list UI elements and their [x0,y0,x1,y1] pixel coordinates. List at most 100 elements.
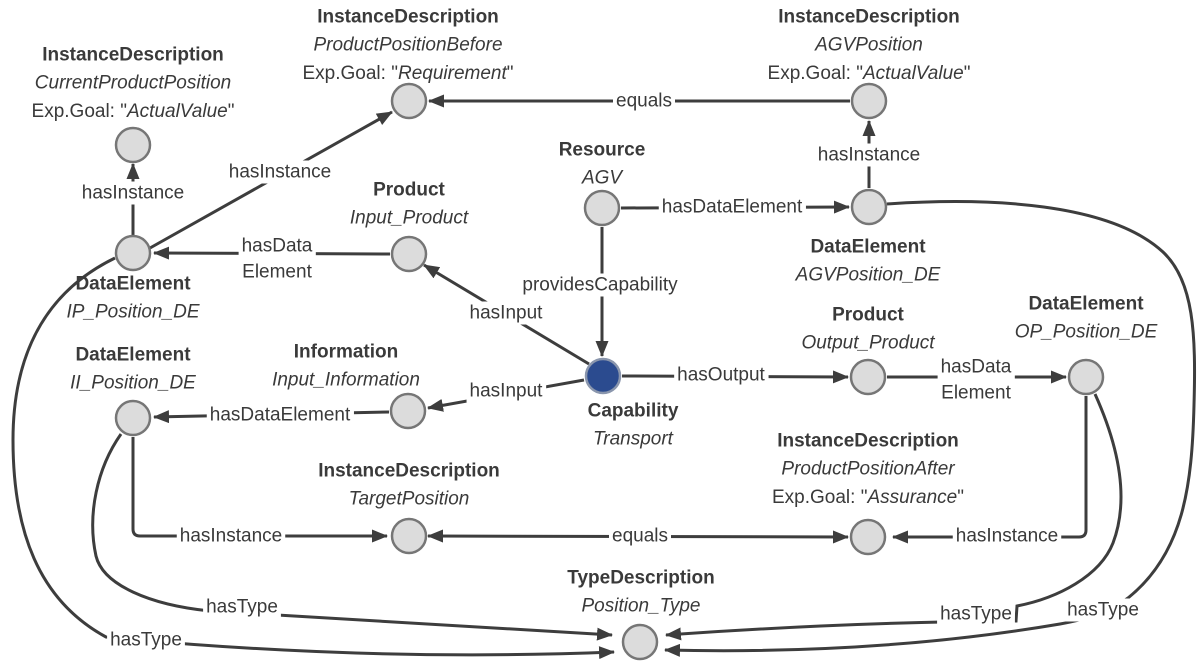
edge-label-text: equals [612,526,668,547]
edge-has-type-ip [11,256,615,660]
nodes-layer [114,82,1105,661]
exp-goal-suffix: " [507,63,514,84]
exp-goal-value: ActualValue [862,63,964,84]
node-exp-goal-label: Exp.Goal: "ActualValue" [32,101,235,122]
edge-label-text: providesCapability [522,275,678,296]
edge-label-background [225,160,335,184]
node-name-label: ProductPositionAfter [781,459,955,480]
edge-label-background [658,195,806,219]
edge-label-has-output: hasOutput [674,363,769,387]
node-type-label: DataElement [75,345,191,366]
edge-label-text: hasInstance [82,183,184,204]
edge-label-text: hasInstance [180,526,282,547]
edge-label-has-instance-agvpos: hasInstance [814,143,924,167]
node-type-label: InstanceDescription [777,431,959,452]
edge-label-text: hasInstance [229,162,331,183]
edge-label-has-instance-ppa: hasInstance [952,524,1062,548]
node-name-label: ProductPositionBefore [313,35,502,56]
edge-label-background [519,273,682,297]
edge-label-background [674,363,769,387]
edge-label-background [466,379,547,403]
node-type-label: InstanceDescription [778,7,960,28]
edge-label-background [78,181,188,205]
node-label-agv-position: InstanceDescriptionAGVPositionExp.Goal: … [768,7,971,84]
node-labels-layer: InstanceDescriptionCurrentProductPositio… [32,7,1158,617]
node-type-label: Product [373,180,445,201]
node-type-label: Capability [588,401,679,422]
node-type-label: Product [832,305,904,326]
node-name-label: Position_Type [582,596,701,617]
node-type-label: InstanceDescription [42,45,224,66]
edge-label-background [952,524,1062,548]
edge-label-has-data-element-ii: hasDataElement [206,403,354,427]
node-input-information [389,392,427,430]
edge-label-text: hasData [242,236,313,257]
node-agv-position-de [850,188,888,226]
exp-goal-prefix: Exp.Goal: " [768,63,863,84]
node-input-product [390,235,428,273]
node-exp-goal-label: Exp.Goal: "Requirement" [303,63,514,84]
edge-label-text: Element [941,383,1011,404]
node-name-label: II_Position_DE [70,373,196,394]
edge-label-has-data-element-op: hasDataElement [937,355,1015,405]
edge-label-has-input-info: hasInput [466,379,547,403]
exp-goal-value: Requirement [398,63,507,84]
edge-label-text: hasInput [470,303,544,324]
node-type-label: InstanceDescription [317,7,499,28]
node-type-label: DataElement [75,274,191,295]
edge-label-has-type-op: hasType [937,602,1015,626]
edge-label-has-data-element-agv: hasDataElement [658,195,806,219]
edge-label-has-instance-ppb: hasInstance [225,160,335,184]
edge-label-has-instance-cpp: hasInstance [78,181,188,205]
exp-goal-suffix: " [957,487,964,508]
exp-goal-prefix: Exp.Goal: " [32,101,127,122]
edge-label-background [176,524,286,548]
node-name-label: AGV [581,168,624,189]
node-name-label: OP_Position_DE [1015,322,1158,343]
node-name-label: TargetPosition [349,489,470,510]
edge-label-equals-top: equals [613,89,675,113]
edge-label-text: equals [616,91,672,112]
edge-label-background [937,355,1015,405]
edge-label-background [1064,598,1142,622]
edge-label-has-type-ii: hasType [203,595,281,619]
edge-label-has-instance-target: hasInstance [176,524,286,548]
exp-goal-prefix: Exp.Goal: " [303,63,398,84]
edge-has-type-ii [91,433,613,641]
edge-label-background [466,301,547,325]
edge-label-background [937,602,1015,626]
edge-label-background [107,628,185,652]
edge-label-text: hasType [940,604,1012,625]
edge-has-type-agvde [664,200,1197,657]
node-capability-transport [584,357,622,395]
exp-goal-suffix: " [228,101,235,122]
node-name-label: CurrentProductPosition [35,73,231,94]
edge-label-text: hasType [110,630,182,651]
edge-labels-layer: hasInstance hasInstance equals hasInstance h… [78,89,1142,652]
node-agv-position [850,82,888,120]
node-output-product [849,358,887,396]
node-name-label: Input_Information [272,370,420,391]
edge-label-text: Element [242,262,312,283]
node-product-position-after [849,518,887,556]
node-label-current-product-position: InstanceDescriptionCurrentProductPositio… [32,45,235,122]
node-resource-agv [583,189,621,227]
node-name-label: Output_Product [801,333,935,354]
exp-goal-value: ActualValue [126,101,228,122]
edge-label-has-data-element-ip: hasDataElement [238,234,316,284]
node-type-label: TypeDescription [567,568,714,589]
node-name-label: Input_Product [350,208,469,229]
edge-label-text: hasType [206,597,278,618]
node-name-label: AGVPosition_DE [795,265,941,286]
exp-goal-value: Assurance [866,487,957,508]
node-position-type [621,623,659,661]
